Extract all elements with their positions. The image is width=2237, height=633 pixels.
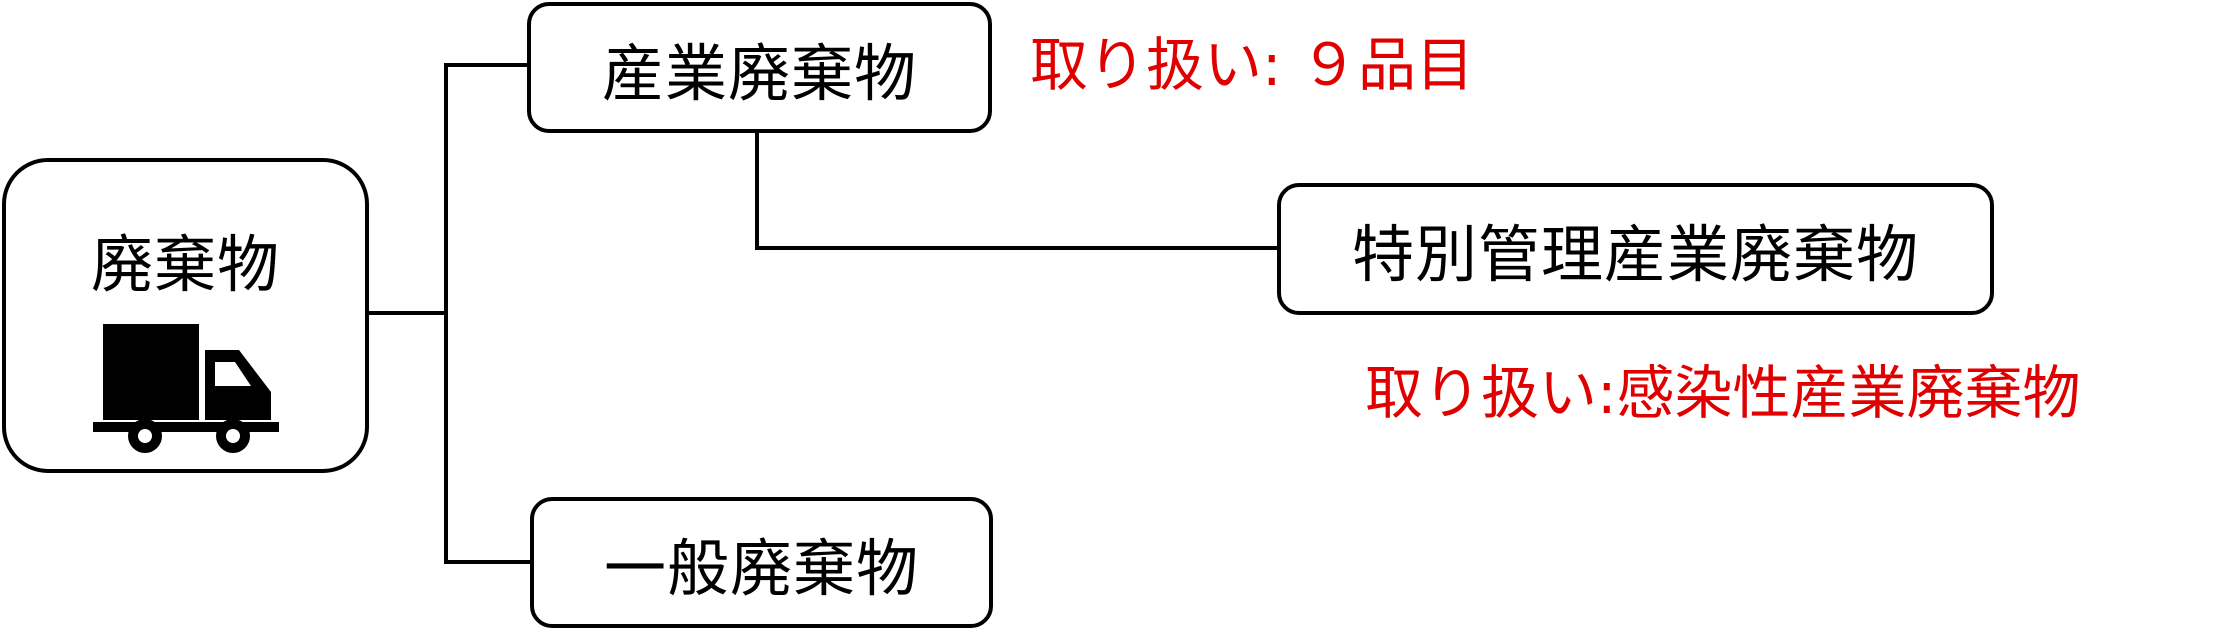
industrial-waste-node: 産業廃棄物 <box>527 2 992 133</box>
general-waste-node: 一般廃棄物 <box>530 497 993 628</box>
waste-root-node: 廃棄物 <box>2 158 369 473</box>
industrial-handling-note: 取り扱い: ９品目 <box>1030 31 1474 99</box>
special-handling-note: 取り扱い:感染性産業廃棄物 <box>1365 359 2081 427</box>
truck-icon <box>92 324 279 453</box>
waste-root-label: 廃棄物 <box>90 228 280 301</box>
special-industrial-waste-node: 特別管理産業廃棄物 <box>1277 183 1994 315</box>
